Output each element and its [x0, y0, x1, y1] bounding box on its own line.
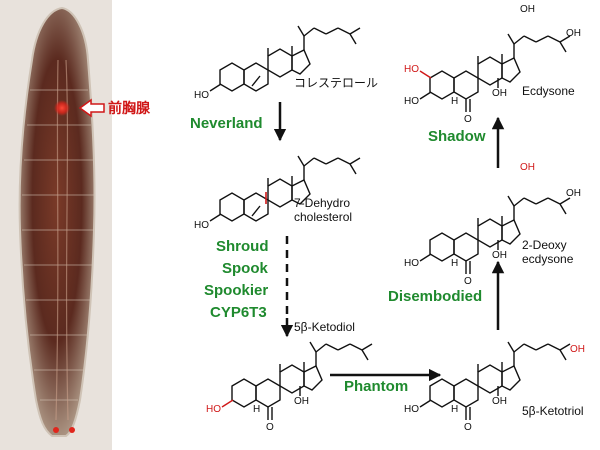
- atom-label-oh: OH: [294, 396, 309, 407]
- prothoracic-gland-spot: [54, 100, 70, 116]
- atom-label-o: O: [464, 422, 472, 433]
- gland-label: 前胸腺: [108, 100, 151, 116]
- atom-label: HO: [404, 258, 419, 269]
- structure-5b-ketotriol: [419, 341, 571, 420]
- structure-cholesterol: [209, 25, 361, 92]
- atom-label-h: H: [451, 96, 458, 107]
- label-5b-ketotriol: 5β-Ketotriol: [522, 404, 584, 418]
- label-7-dehydrocholesterol-2: cholesterol: [294, 210, 353, 224]
- atom-label-oh-red: OH: [520, 162, 535, 173]
- label-5b-ketodiol: 5β-Ketodiol: [294, 320, 355, 334]
- atom-label: HO: [194, 220, 209, 231]
- atom-label-oh-red: OH: [570, 344, 585, 355]
- atom-label-oh: OH: [566, 188, 581, 199]
- enzyme-cyp6t3: CYP6T3: [210, 304, 267, 321]
- structure-ecdysone: [419, 33, 571, 112]
- label-2-deoxyecdysone-2: ecdysone: [522, 252, 574, 266]
- atom-label-oh: OH: [492, 88, 507, 99]
- label-7-dehydrocholesterol-1: 7-Dehydro: [294, 196, 351, 210]
- structure-5b-ketodiol: [221, 341, 373, 420]
- enzyme-spookier: Spookier: [204, 282, 269, 299]
- enzyme-spook: Spook: [222, 260, 268, 277]
- structure-7-dehydrocholesterol: [209, 155, 361, 222]
- atom-label-o: O: [464, 114, 472, 125]
- atom-label-o: O: [464, 276, 472, 287]
- atom-label-h: H: [451, 258, 458, 269]
- atom-label-h: H: [253, 404, 260, 415]
- larva-body: [18, 6, 96, 437]
- atom-label: HO: [194, 90, 209, 101]
- atom-label-oh-red: HO: [404, 64, 419, 75]
- larva-photo: [0, 0, 112, 450]
- enzyme-disembodied: Disembodied: [388, 288, 483, 305]
- gland-pointer-arrow: [78, 98, 105, 118]
- enzyme-shroud: Shroud: [216, 238, 269, 255]
- enzyme-neverland: Neverland: [190, 115, 263, 132]
- enzyme-phantom: Phantom: [344, 378, 409, 395]
- atom-label-oh: OH: [566, 28, 581, 39]
- atom-label-o: O: [266, 422, 274, 433]
- label-cholesterol: コレステロール: [294, 76, 379, 90]
- label-2-deoxyecdysone-1: 2-Deoxy: [522, 238, 567, 252]
- atom-label: HO: [404, 404, 419, 415]
- structure-2-deoxyecdysone: [419, 195, 571, 274]
- atom-label: HO: [404, 96, 419, 107]
- enzyme-shadow: Shadow: [428, 128, 486, 145]
- atom-label-oh: OH: [520, 4, 535, 15]
- atom-label-oh: OH: [492, 396, 507, 407]
- atom-label-oh: OH: [492, 250, 507, 261]
- label-ecdysone: Ecdysone: [522, 84, 575, 98]
- atom-label-h: H: [451, 404, 458, 415]
- atom-label-oh-red: HO: [206, 404, 221, 415]
